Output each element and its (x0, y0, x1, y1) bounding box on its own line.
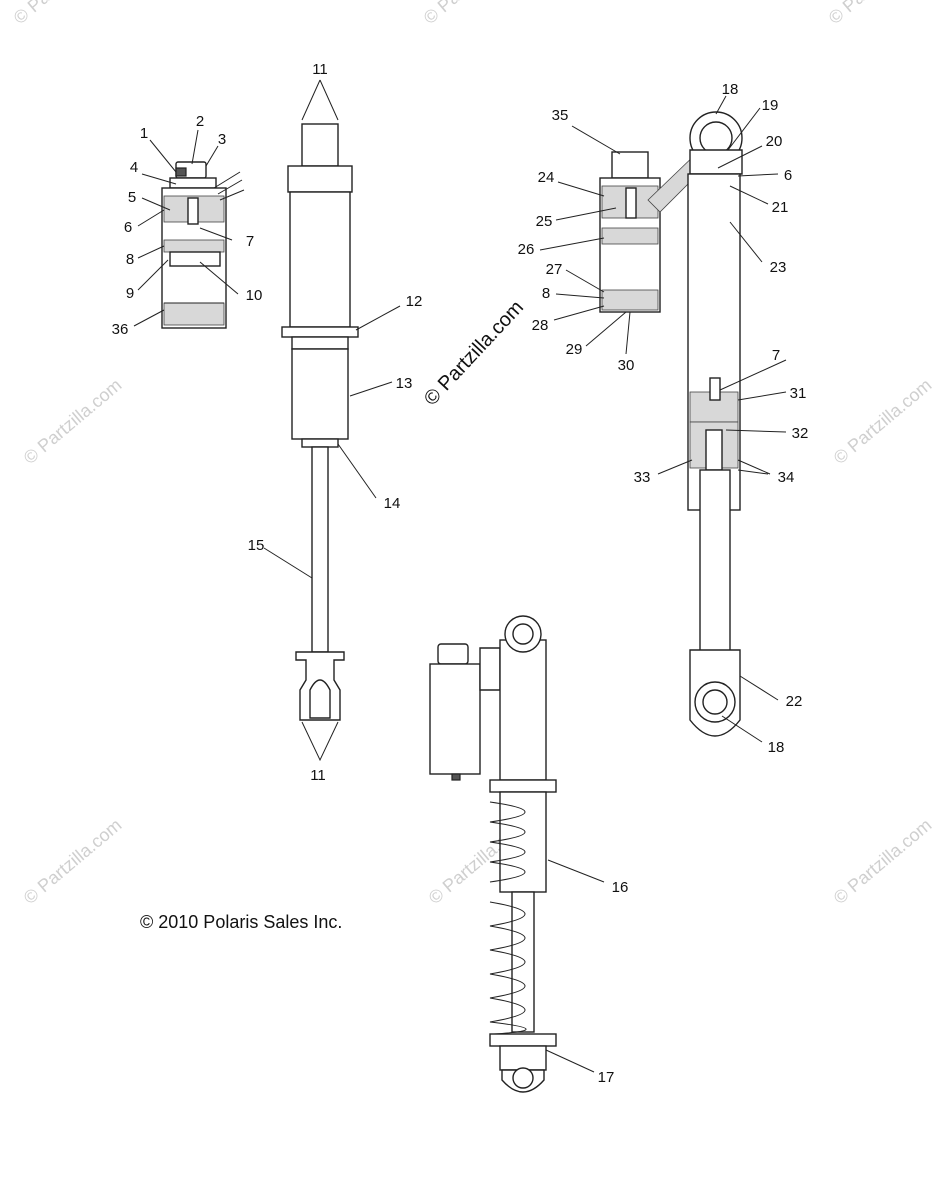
callout-24: 24 (538, 169, 555, 186)
callout-17: 17 (598, 1069, 615, 1086)
callout-3: 3 (218, 131, 226, 148)
watermark-text: © Partzilla.com (830, 815, 936, 908)
shock-body (281, 79, 359, 762)
callout-14: 14 (384, 495, 401, 512)
callout-7-right: 7 (772, 347, 780, 364)
callout-22: 22 (786, 693, 803, 710)
callout-25: 25 (536, 213, 553, 230)
callout-36: 36 (112, 321, 129, 338)
watermark-text: © Partzilla.com (20, 375, 126, 468)
copyright-notice: © 2010 Polaris Sales Inc. (140, 912, 343, 932)
reservoir-cross-section (161, 161, 245, 329)
callout-32: 32 (792, 425, 809, 442)
watermark-text: © Partzilla.com (10, 0, 116, 28)
callout-19: 19 (762, 97, 779, 114)
callout-16: 16 (612, 879, 629, 896)
callout-5: 5 (128, 189, 136, 206)
callout-28: 28 (532, 317, 549, 334)
callout-31: 31 (790, 385, 807, 402)
callout-10: 10 (246, 287, 263, 304)
watermark-text: © Partzilla.com (825, 0, 931, 28)
callout-34: 34 (778, 469, 795, 486)
watermark-text: © Partzilla.com (420, 0, 526, 28)
watermark-text: © Partzilla.com (830, 375, 936, 468)
callout-30: 30 (618, 357, 635, 374)
callout-12: 12 (406, 293, 423, 310)
callout-13: 13 (396, 375, 413, 392)
right-assembly (599, 111, 769, 737)
callout-8-right: 8 (542, 285, 550, 302)
callout-27: 27 (546, 261, 563, 278)
callout-9: 9 (126, 285, 134, 302)
callout-4: 4 (130, 159, 138, 176)
callout-8: 8 (126, 251, 134, 268)
coilover-shock (429, 615, 557, 1093)
callout-7: 7 (246, 233, 254, 250)
callout-1: 1 (140, 125, 148, 142)
callout-labels: 1 2 3 4 5 6 7 8 9 10 36 11 11 12 13 14 1… (112, 61, 809, 1086)
callout-26: 26 (518, 241, 535, 258)
callout-20: 20 (766, 133, 783, 150)
callout-18-bottom: 18 (768, 739, 785, 756)
callout-23: 23 (770, 259, 787, 276)
callout-6-right: 6 (784, 167, 792, 184)
callout-29: 29 (566, 341, 583, 358)
callout-33: 33 (634, 469, 651, 486)
callout-15: 15 (248, 537, 265, 554)
watermark-text: © Partzilla.com (20, 815, 126, 908)
callout-18-top: 18 (722, 81, 739, 98)
callout-2: 2 (196, 113, 204, 130)
callout-35: 35 (552, 107, 569, 124)
callout-21: 21 (772, 199, 789, 216)
leader-lines (133, 95, 787, 1073)
callout-11-top: 11 (312, 61, 328, 78)
callout-6: 6 (124, 219, 132, 236)
callout-11-bottom: 11 (310, 767, 326, 784)
